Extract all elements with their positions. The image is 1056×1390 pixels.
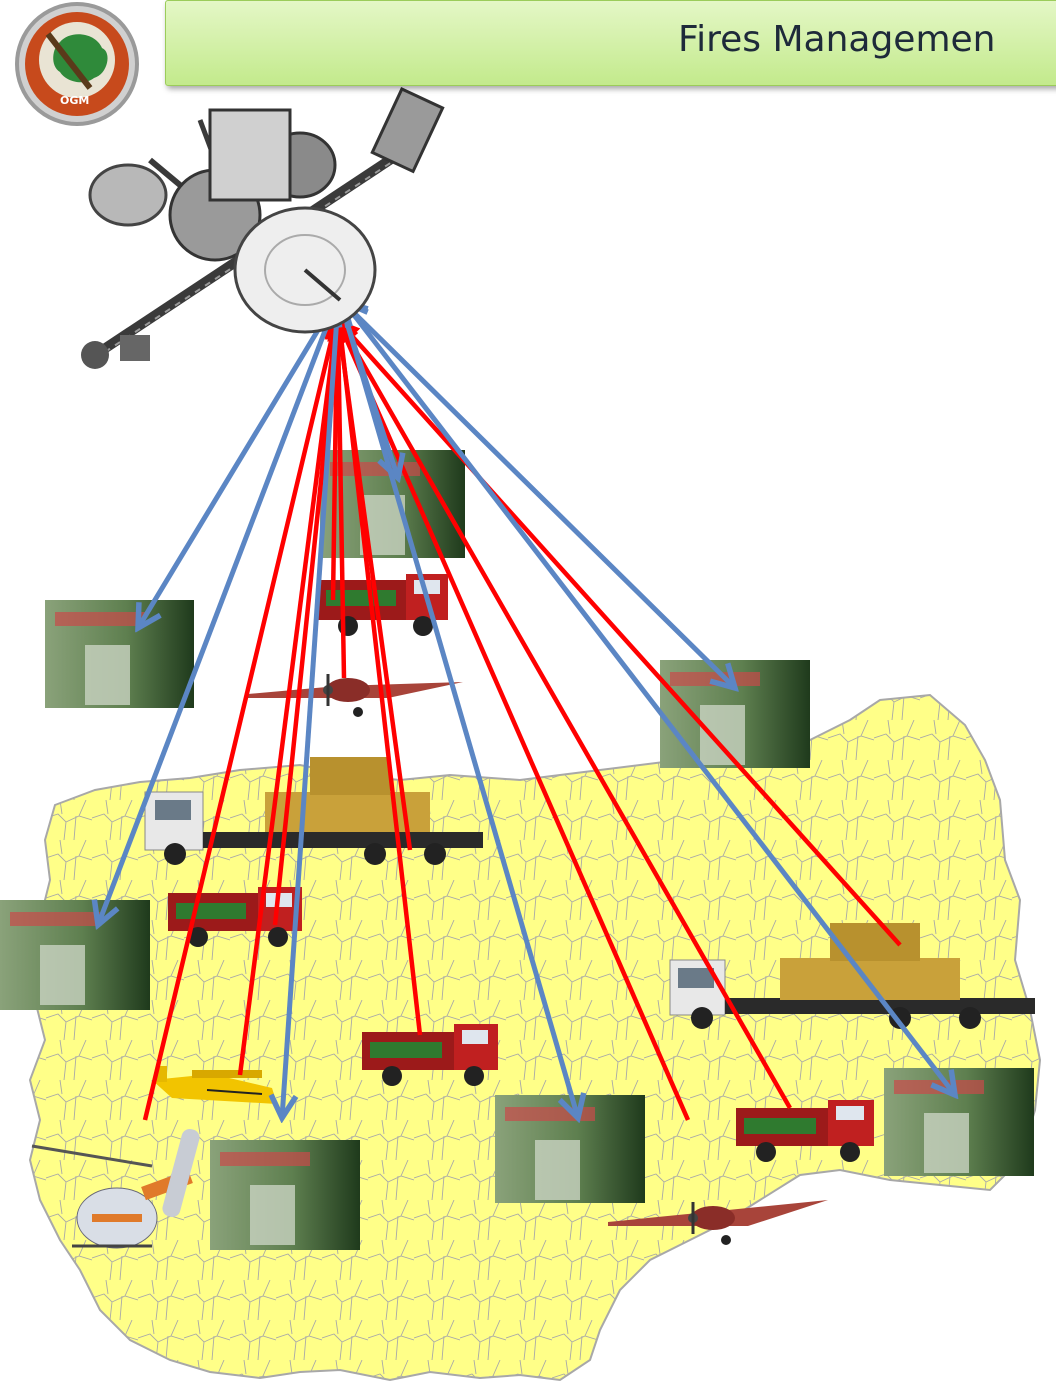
downlink-arrows xyxy=(98,302,955,1118)
logo-text: OGM xyxy=(60,94,89,107)
page-title: Fires Managemen xyxy=(678,19,996,60)
forestry-logo-icon: OGM xyxy=(15,2,139,126)
fire-truck-icon xyxy=(736,1100,874,1162)
fire-lookout-station-photo xyxy=(210,1140,360,1250)
downlink-arrow xyxy=(344,302,955,1095)
helicopter-icon xyxy=(31,1129,200,1249)
fire-lookout-station-photo xyxy=(0,900,150,1010)
fire-lookout-station-photo xyxy=(884,1068,1034,1176)
downlink-arrow xyxy=(282,302,338,1118)
fire-lookout-station-photo xyxy=(45,600,194,708)
air-tractor-plane-icon xyxy=(248,674,463,717)
air-tractor-plane-icon xyxy=(608,1200,828,1245)
fire-lookout-station-photo xyxy=(495,1095,645,1203)
water-bomber-plane-icon xyxy=(152,1066,277,1104)
title-bar: Fires Managemen xyxy=(165,0,1056,86)
satellite-icon xyxy=(81,86,445,369)
fire-lookout-station-photo xyxy=(660,660,810,768)
